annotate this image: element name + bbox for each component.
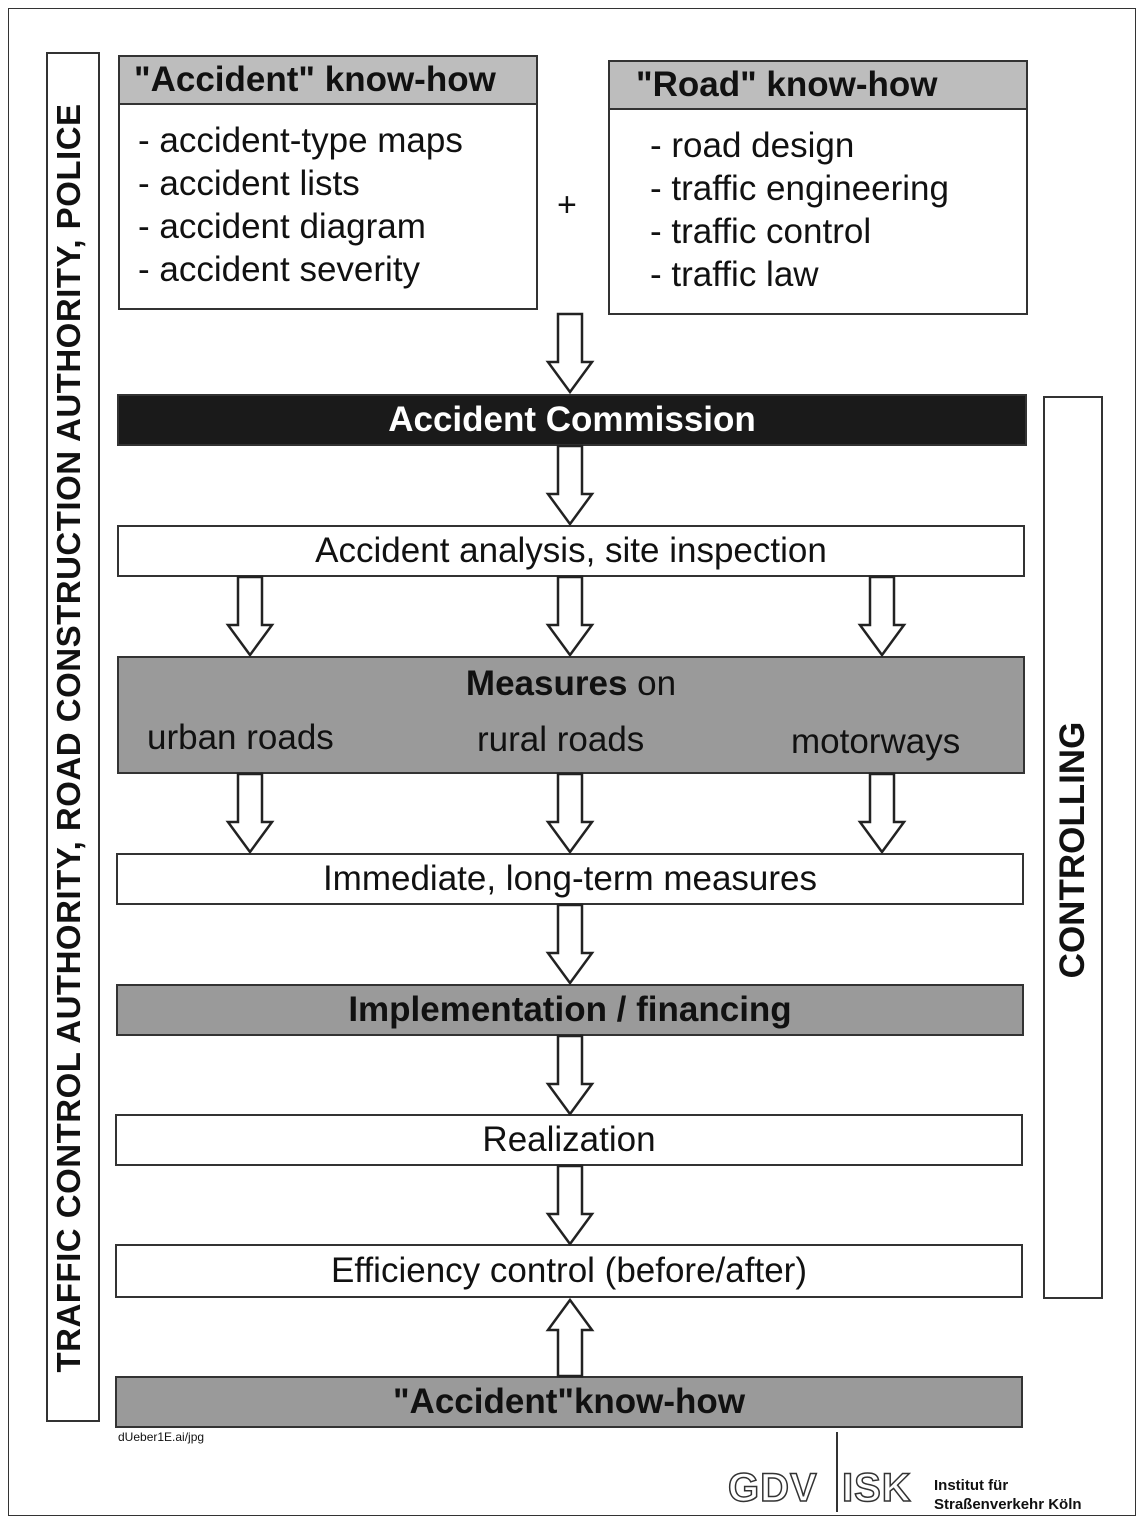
arrow-down-icon [546,444,594,526]
plus-sign: + [557,186,577,224]
measures-title: Measures on [119,664,1023,704]
measures-box: Measures on urban roads rural roads moto… [117,656,1025,774]
authority-box [46,52,100,1422]
arrow-down-icon [226,575,274,657]
measures-rural: rural roads [477,720,645,759]
controlling-box [1043,396,1103,1299]
list-item: - traffic control [650,212,872,251]
arrow-down-icon [546,772,594,854]
list-item: - accident lists [138,164,360,203]
logo-isk: ISK [841,1465,912,1511]
accident-knowhow-box: "Accident" know-how - accident-type maps… [118,55,538,310]
road-knowhow-box: "Road" know-how - road design - traffic … [608,60,1028,315]
implementation-box: Implementation / financing [116,984,1024,1036]
bottom-knowhow-box: "Accident"know-how [115,1376,1023,1428]
logo-institute: Institut für Straßenverkehr Köln [934,1476,1082,1514]
list-item: - road design [650,126,855,165]
measures-motorways: motorways [791,722,961,761]
measures-urban: urban roads [147,718,334,757]
accident-knowhow-list: - accident-type maps - accident lists - … [138,119,463,291]
efficiency-control-box: Efficiency control (before/after) [115,1244,1023,1298]
list-item: - traffic engineering [650,169,949,208]
logo-gdv: GDV [727,1465,818,1511]
arrow-down-icon [546,1034,594,1116]
arrow-down-icon [226,772,274,854]
arrow-down-icon [858,772,906,854]
accident-analysis-box: Accident analysis, site inspection [117,525,1025,577]
arrow-down-icon [546,1164,594,1246]
measures-title-rest: on [627,664,677,703]
accident-commission-box: Accident Commission [117,394,1027,446]
logo-institute-line2: Straßenverkehr Köln [934,1496,1082,1513]
arrow-down-icon [546,903,594,985]
logo-divider [836,1432,838,1512]
arrow-down-icon [546,312,594,394]
measures-title-bold: Measures [465,664,628,703]
list-item: - accident-type maps [138,121,463,160]
arrow-down-icon [546,575,594,657]
list-item: - accident severity [138,250,421,289]
road-knowhow-list: - road design - traffic engineering - tr… [650,124,949,296]
road-knowhow-title: "Road" know-how [610,62,1026,110]
arrow-up-icon [545,1297,595,1378]
page-frame [8,8,1136,1516]
list-item: - accident diagram [138,207,426,246]
list-item: - traffic law [650,255,819,294]
accident-knowhow-title: "Accident" know-how [120,57,536,105]
arrow-down-icon [858,575,906,657]
file-note: dUeber1E.ai/jpg [118,1430,205,1444]
logo-institute-line1: Institut für [934,1477,1009,1494]
